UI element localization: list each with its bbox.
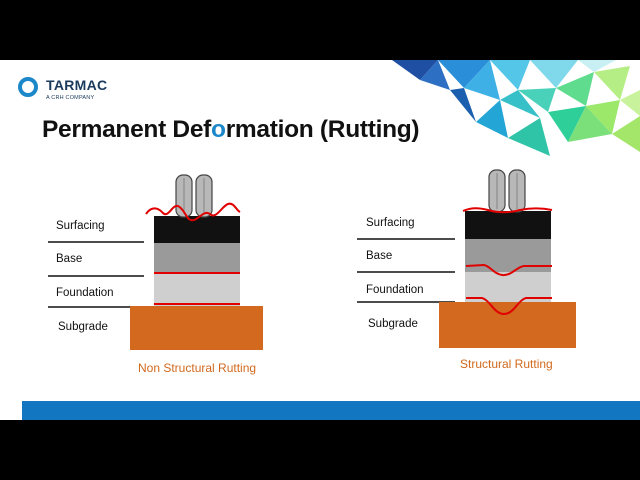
non-structural-diagram bbox=[48, 174, 263, 350]
layer-label-surfacing: Surfacing bbox=[366, 217, 415, 229]
logo-name: TARMAC bbox=[46, 77, 108, 93]
subgrade-layer bbox=[439, 302, 576, 348]
slide-title: Permanent Deformation (Rutting) bbox=[42, 116, 420, 144]
slide: TARMAC A CRH COMPANY Permanent Deformati… bbox=[0, 60, 640, 420]
wheel-icon bbox=[488, 169, 526, 213]
caption-non-structural: Non Structural Rutting bbox=[138, 361, 257, 375]
logo-ring-icon bbox=[18, 77, 38, 97]
rutting-diagrams bbox=[48, 169, 576, 350]
layer-label-surfacing: Surfacing bbox=[56, 220, 105, 232]
title-part-1: Permanent Def bbox=[42, 116, 212, 143]
layer-label-subgrade: Subgrade bbox=[368, 318, 418, 330]
structural-diagram bbox=[357, 169, 576, 348]
base-layer bbox=[465, 239, 551, 272]
title-part-2: rmation (Rutting) bbox=[225, 116, 420, 143]
logo-tagline: A CRH COMPANY bbox=[46, 95, 95, 101]
foundation-layer bbox=[154, 274, 240, 306]
surfacing-layer bbox=[465, 211, 551, 239]
layer-label-subgrade: Subgrade bbox=[58, 321, 108, 333]
foundation-rut-line bbox=[466, 297, 552, 316]
subgrade-layer bbox=[130, 306, 263, 350]
caption-structural: Structural Rutting bbox=[460, 357, 553, 371]
title-accent-letter: o bbox=[211, 116, 226, 143]
layer-label-foundation: Foundation bbox=[56, 287, 114, 299]
base-rut-line bbox=[465, 263, 552, 277]
surfacing-layer bbox=[154, 216, 240, 243]
tarmac-logo: TARMAC A CRH COMPANY bbox=[18, 76, 128, 106]
surface-rut-line bbox=[145, 202, 241, 222]
surface-rut-line bbox=[462, 207, 553, 214]
geometric-triangles-decoration bbox=[392, 60, 640, 156]
layer-label-base: Base bbox=[366, 250, 393, 262]
layer-label-base: Base bbox=[56, 253, 83, 265]
layer-label-foundation: Foundation bbox=[366, 284, 424, 296]
base-layer bbox=[154, 243, 240, 274]
footer-band bbox=[22, 401, 640, 420]
wheel-icon bbox=[175, 174, 213, 218]
